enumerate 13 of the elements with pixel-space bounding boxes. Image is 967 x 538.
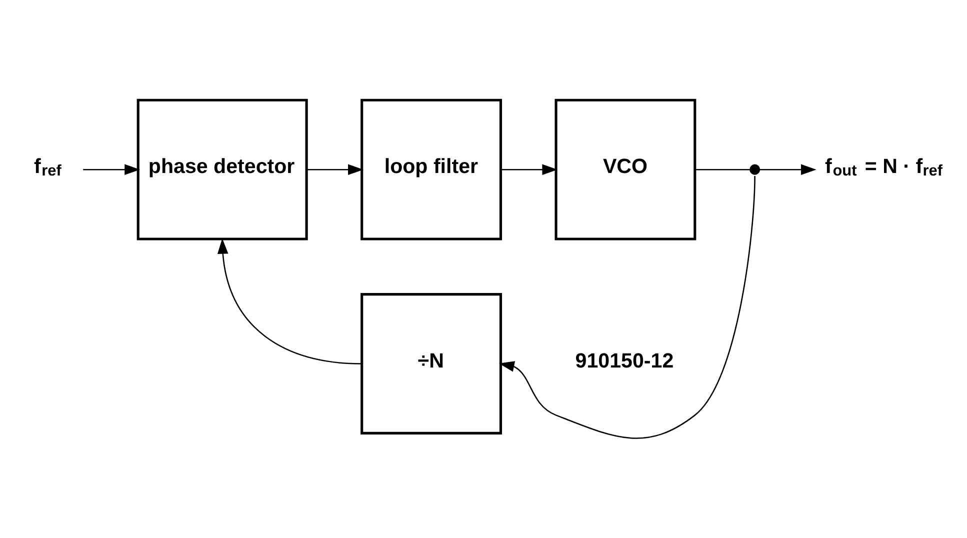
node-box: loop filter [360,98,502,240]
arrow [498,176,756,438]
arrow [83,164,140,174]
node-box: phase detector [136,98,308,240]
label: 910150-12 [575,348,674,372]
node-box: ÷N [360,292,502,434]
node-circle [750,164,760,174]
arrow [760,164,816,174]
arrow [306,164,364,174]
arrow [501,164,558,174]
arrow [217,238,362,364]
node-box: VCO [554,98,696,240]
connector [694,168,750,170]
